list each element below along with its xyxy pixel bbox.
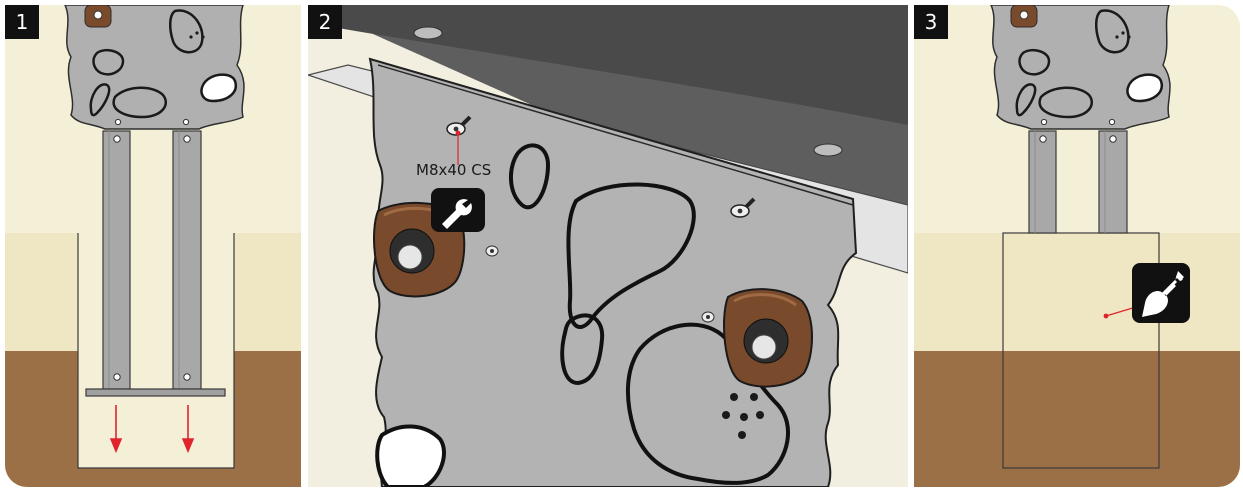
- panel-cutout: [377, 426, 444, 487]
- step-2-illustration: [308, 5, 908, 487]
- wrench-icon: [431, 188, 485, 232]
- step-3-illustration: [914, 5, 1240, 487]
- shovel-icon: [1132, 263, 1190, 323]
- right-post: [1099, 131, 1127, 233]
- step-3-panel: 3: [914, 5, 1240, 487]
- base-plate: [86, 389, 225, 396]
- right-post: [173, 131, 201, 389]
- soil-layer: [914, 351, 1240, 487]
- panel-cutout: [201, 75, 235, 101]
- step-number-badge: 2: [308, 5, 342, 39]
- ground-layer: [914, 233, 1240, 351]
- climbing-grip: [724, 289, 812, 386]
- step-1-panel: 1: [5, 5, 301, 487]
- left-post: [1029, 131, 1056, 233]
- step-1-illustration: [5, 5, 301, 487]
- step-number-badge: 1: [5, 5, 39, 39]
- left-post: [103, 131, 130, 389]
- step-2-panel: M8x40 CS 2: [308, 5, 908, 487]
- bolt-spec-label: M8x40 CS: [416, 161, 491, 179]
- step-number-badge: 3: [914, 5, 948, 39]
- dug-hole: [78, 233, 234, 468]
